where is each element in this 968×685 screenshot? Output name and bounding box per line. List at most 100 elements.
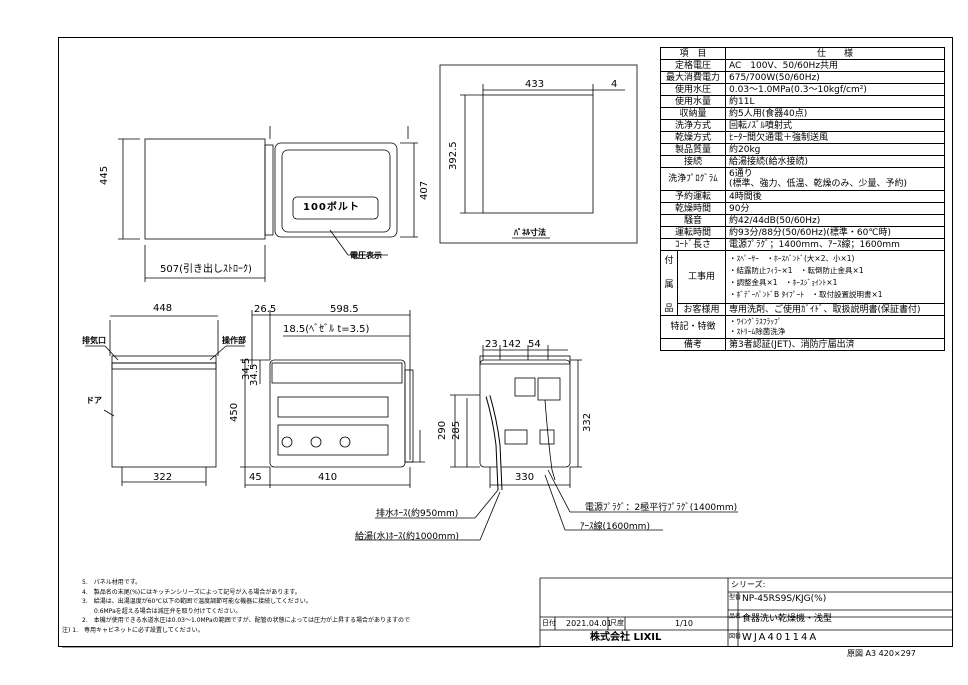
spec-key: 最大消費電力 [660, 71, 726, 84]
spec-value: 約5人用(食器40点) [725, 107, 945, 120]
title-date-label: 日付 [542, 619, 556, 627]
panel-caption: ﾊﾟﾈﾙ寸法 [514, 228, 546, 237]
dim-side-h2: 34.5 [249, 363, 260, 386]
title-drawing-label: 図番 [729, 633, 742, 640]
spec-key: 騒音 [660, 214, 726, 227]
spec-row: 接続給湯接続(給水接続) [660, 155, 945, 168]
dim-side-c: 18.5(ﾍﾞｾﾞﾙ t=3.5) [283, 324, 370, 335]
spec-key: ｺｰﾄﾞ長さ [660, 238, 726, 251]
title-drawing-number: WJA40114A [742, 632, 819, 643]
side-view-body [269, 359, 406, 468]
note-item: 3. 給湯は、出湯温度が60℃以下の範囲で温度調節可能な機器に接続してください。 [82, 598, 312, 605]
dim-top-width: 407 [419, 180, 430, 200]
accessory-item: ・ﾎﾞﾃﾞｰﾊﾟﾝﾄﾞB ﾀｲﾌﾟｰﾄ ・取付設置説明書×1 [729, 290, 883, 299]
spec-key: 乾燥方式 [660, 131, 726, 144]
spec-row-features: 特記・特徴 ・ﾜｲﾝｸﾞﾗｽﾌﾗｯﾌﾟ・ｽﾄﾘｰﾑ除菌洗浄 [660, 315, 945, 339]
dim-side-height: 450 [229, 402, 240, 422]
dim-side-b: 598.5 [330, 304, 359, 315]
note-item: 0.6MPaを超える場合は減圧弁を取り付けてください。 [82, 607, 242, 615]
title-scale: 1/10 [675, 619, 693, 628]
title-scale-label: 尺度 [610, 619, 624, 627]
label-control-panel: 操作部 [222, 336, 246, 345]
dim-panel-gap: 4 [611, 79, 618, 90]
title-paper-size: 原図 A3 420×297 [847, 649, 916, 658]
rear-view-body [479, 359, 571, 468]
spec-value: ・ﾜｲﾝｸﾞﾗｽﾌﾗｯﾌﾟ・ｽﾄﾘｰﾑ除菌洗浄 [725, 315, 945, 339]
spec-row: ｺｰﾄﾞ長さ電源ﾌﾟﾗｸﾞ；1400mm、ｱｰｽ線；1600mm [660, 238, 945, 251]
spec-header-spec: 仕 様 [725, 47, 945, 60]
callout-drain-hose: 排水ﾎｰｽ(約950mm) [376, 509, 459, 519]
spec-value: 回転ﾉｽﾞﾙ噴射式 [725, 119, 945, 132]
spec-key: 備考 [660, 338, 726, 351]
spec-key: 製品質量 [660, 143, 726, 156]
accessories-koji-label: 工事用 [676, 250, 727, 304]
label-voltage-panel: 100ボルト [303, 202, 360, 213]
callout-earth: ｱｰｽ線(1600mm) [580, 522, 650, 532]
spec-key: 接続 [660, 155, 726, 168]
title-model: NP-45RS9S/KJG(%) [742, 594, 827, 604]
spec-value: AC 100V、50/60Hz共用 [725, 59, 945, 72]
program-list: (標準、強力、低温、乾燥のみ、少量、予約) [729, 179, 908, 189]
title-name: 食器洗い乾燥機・浅型 [742, 614, 833, 624]
dim-rear-a: 23 [485, 339, 498, 350]
dim-rear-c: 54 [528, 339, 541, 350]
callout-supply-hose: 給湯(水)ﾎｰｽ(約1000mm) [355, 532, 459, 542]
note-item: 2. 本機が使用できる水道水圧は0.03～1.0MPaの範囲ですが、配管の状態に… [82, 617, 410, 624]
spec-key: 洗浄方式 [660, 119, 726, 132]
spec-row-accessories: 付 属 品 工事用 ・ｽﾍﾟｰｻｰ ・ﾎｰｽﾊﾞﾝﾄﾞ(大×2、小×1) ・結露… [660, 250, 945, 316]
dim-side-bottom: 410 [318, 472, 338, 483]
title-company: 株式会社 LIXIL [590, 632, 662, 643]
title-model-label: 型番 [729, 594, 742, 601]
panel-view-frame [439, 64, 638, 244]
front-view-body [111, 362, 217, 468]
spec-value: 給湯接続(給水接続) [725, 155, 945, 168]
spec-row: 乾燥方式ﾋｰﾀｰ間欠通電＋強制送風 [660, 131, 945, 144]
spec-value: 第3者認証(JET)、消防庁届出済 [725, 338, 945, 351]
spec-key: 使用水量 [660, 95, 726, 108]
dim-front-width: 448 [153, 303, 173, 314]
spec-row: 運転時間約93分/88分(50/60Hz)(標準・60℃時) [660, 226, 945, 239]
accessory-item: ・調整金具×1 ・ﾎｰｽｼﾞｮｲﾝﾄ×1 [729, 278, 838, 287]
notes: 5. パネル材用です。 4. 製品名の末尾(%)にはキッチンシリーズによって記号… [62, 578, 410, 635]
spec-key: 洗浄ﾌﾟﾛｸﾞﾗﾑ [660, 167, 726, 191]
spec-value: 約11L [725, 95, 945, 108]
spec-key: 使用水圧 [660, 83, 726, 96]
spec-header-row: 項 目 仕 様 [660, 47, 945, 60]
top-view-body [274, 142, 398, 238]
spec-value: 電源ﾌﾟﾗｸﾞ；1400mm、ｱｰｽ線；1600mm [725, 238, 945, 251]
accessory-item: ・ｽﾍﾟｰｻｰ ・ﾎｰｽﾊﾞﾝﾄﾞ(大×2、小×1) [729, 254, 855, 263]
spec-key: 定格電圧 [660, 59, 726, 72]
title-date: 2021.04.01 [566, 619, 612, 628]
spec-row: 収納量約5人用(食器40点) [660, 107, 945, 120]
spec-row: 使用水量約11L [660, 95, 945, 108]
accessories-customer-label: お客様用 [676, 303, 727, 316]
feature-item: ・ﾜｲﾝｸﾞﾗｽﾌﾗｯﾌﾟ [729, 317, 782, 326]
note-item: 注) 1. 専用キャビネットに必ず設置してください。 [62, 626, 204, 634]
dim-rear-h1: 290 [437, 420, 448, 440]
dim-rear-h2: 285 [451, 420, 462, 440]
spec-key: 乾燥時間 [660, 202, 726, 215]
panel-view-panel [482, 94, 594, 214]
dim-panel-height: 392.5 [448, 141, 459, 170]
dim-rear-h3: 332 [582, 412, 593, 432]
accessories-koji-items: ・ｽﾍﾟｰｻｰ ・ﾎｰｽﾊﾞﾝﾄﾞ(大×2、小×1) ・結露防止ﾌｨﾗｰ×1 ・… [725, 250, 945, 304]
dim-front-bottom: 322 [153, 472, 173, 483]
program-count: 6通り [729, 169, 753, 179]
dim-pull-stroke: 507(引き出しｽﾄﾛｰｸ) [160, 264, 252, 275]
label-door: ドア [86, 396, 102, 405]
dim-rear-b: 142 [502, 339, 522, 350]
note-item: 4. 製品名の末尾(%)にはキッチンシリーズによって記号が入る場合があります。 [82, 588, 301, 596]
feature-item: ・ｽﾄﾘｰﾑ除菌洗浄 [729, 327, 786, 336]
spec-row: 騒音約42/44dB(50/60Hz) [660, 214, 945, 227]
spec-value: 約42/44dB(50/60Hz) [725, 214, 945, 227]
accessory-item: ・結露防止ﾌｨﾗｰ×1 ・転倒防止金具×1 [729, 266, 864, 275]
note-item: 5. パネル材用です。 [82, 579, 142, 586]
callout-power-plug: 電源ﾌﾟﾗｸﾞ：2極平行ﾌﾟﾗｸﾞ(1400mm) [585, 503, 738, 513]
